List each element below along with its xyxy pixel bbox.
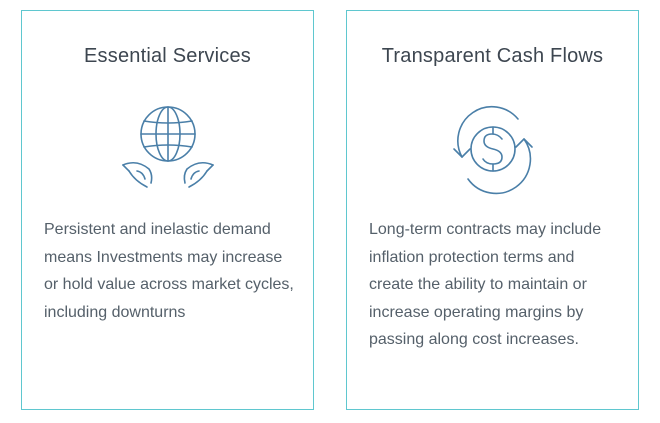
card-description: Persistent and inelastic demand means In… — [44, 221, 294, 321]
dollar-cycle-icon — [347, 99, 638, 199]
transparent-cash-flows-card: Transparent Cash Flows Long-term contrac… — [346, 10, 639, 410]
essential-services-card: Essential Services Persistent and inelas… — [21, 10, 314, 410]
card-title: Transparent Cash Flows — [381, 45, 604, 67]
card-title: Essential Services — [84, 45, 251, 67]
globe-in-hands-icon — [22, 99, 313, 199]
card-description: Long-term contracts may include inflatio… — [369, 221, 602, 348]
